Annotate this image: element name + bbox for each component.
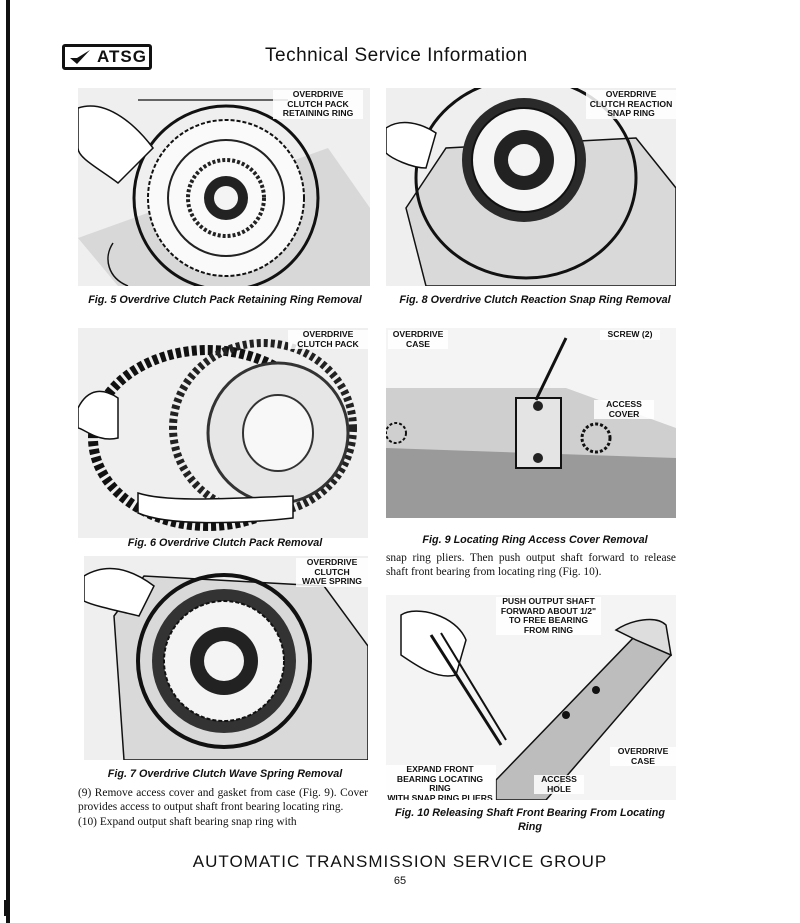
binding-edge <box>6 0 10 923</box>
fig5-callout: OVERDRIVE CLUTCH PACK RETAINING RING <box>273 89 363 119</box>
fig9-illustration: OVERDRIVE CASE SCREW (2) ACCESS COVER <box>386 328 676 518</box>
fig8-illustration: OVERDRIVE CLUTCH REACTION SNAP RING <box>386 88 676 286</box>
page-number: 65 <box>393 875 407 887</box>
wave-spring-drawing <box>84 556 368 760</box>
fig8-caption: Fig. 8 Overdrive Clutch Reaction Snap Ri… <box>399 294 671 306</box>
fig6-illustration: OVERDRIVE CLUTCH PACK <box>78 328 368 538</box>
fig7-caption: Fig. 7 Overdrive Clutch Wave Spring Remo… <box>107 768 343 780</box>
binding-mark <box>4 900 10 916</box>
fig10-callout-hole: ACCESS HOLE <box>534 774 584 794</box>
fig7-illustration: OVERDRIVE CLUTCH WAVE SPRING <box>84 556 368 760</box>
fig10-caption: Fig. 10 Releasing Shaft Front Bearing Fr… <box>395 807 665 833</box>
fig10-callout-expand: EXPAND FRONT BEARING LOCATING RING WITH … <box>386 764 496 800</box>
fig8-callout: OVERDRIVE CLUTCH REACTION SNAP RING <box>586 89 676 119</box>
fig9-caption: Fig. 9 Locating Ring Access Cover Remova… <box>422 534 648 546</box>
fig9-callout-case: OVERDRIVE CASE <box>388 329 448 349</box>
clutch-pack-drawing <box>78 328 368 538</box>
fig9-callout-cover: ACCESS COVER <box>594 399 654 419</box>
logo-text: ATSG <box>97 47 147 66</box>
page-header-title: Technical Service Information <box>265 45 528 66</box>
atsg-logo: ATSG <box>62 44 152 70</box>
fig10-illustration: PUSH OUTPUT SHAFT FORWARD ABOUT 1/2" TO … <box>386 595 676 800</box>
clutch-drum-drawing <box>78 88 370 286</box>
footer-title: AUTOMATIC TRANSMISSION SERVICE GROUP <box>192 852 608 871</box>
access-cover-drawing <box>386 328 676 518</box>
fig10-callout-push: PUSH OUTPUT SHAFT FORWARD ABOUT 1/2" TO … <box>496 596 601 635</box>
fig7-callout: OVERDRIVE CLUTCH WAVE SPRING <box>296 557 368 587</box>
body-text-left: (9) Remove access cover and gasket from … <box>78 787 368 828</box>
fig5-illustration: OVERDRIVE CLUTCH PACK RETAINING RING <box>78 88 370 286</box>
fig10-callout-case: OVERDRIVE CASE <box>610 746 676 766</box>
body-text-right: snap ring pliers. Then push output shaft… <box>386 552 676 579</box>
fig5-caption: Fig. 5 Overdrive Clutch Pack Retaining R… <box>88 294 362 306</box>
reaction-snap-ring-drawing <box>386 88 676 286</box>
fig6-caption: Fig. 6 Overdrive Clutch Pack Removal <box>127 537 323 549</box>
checkmark-logo-icon <box>70 50 90 64</box>
fig9-callout-screw: SCREW (2) <box>600 329 660 340</box>
fig6-callout: OVERDRIVE CLUTCH PACK <box>288 329 368 349</box>
